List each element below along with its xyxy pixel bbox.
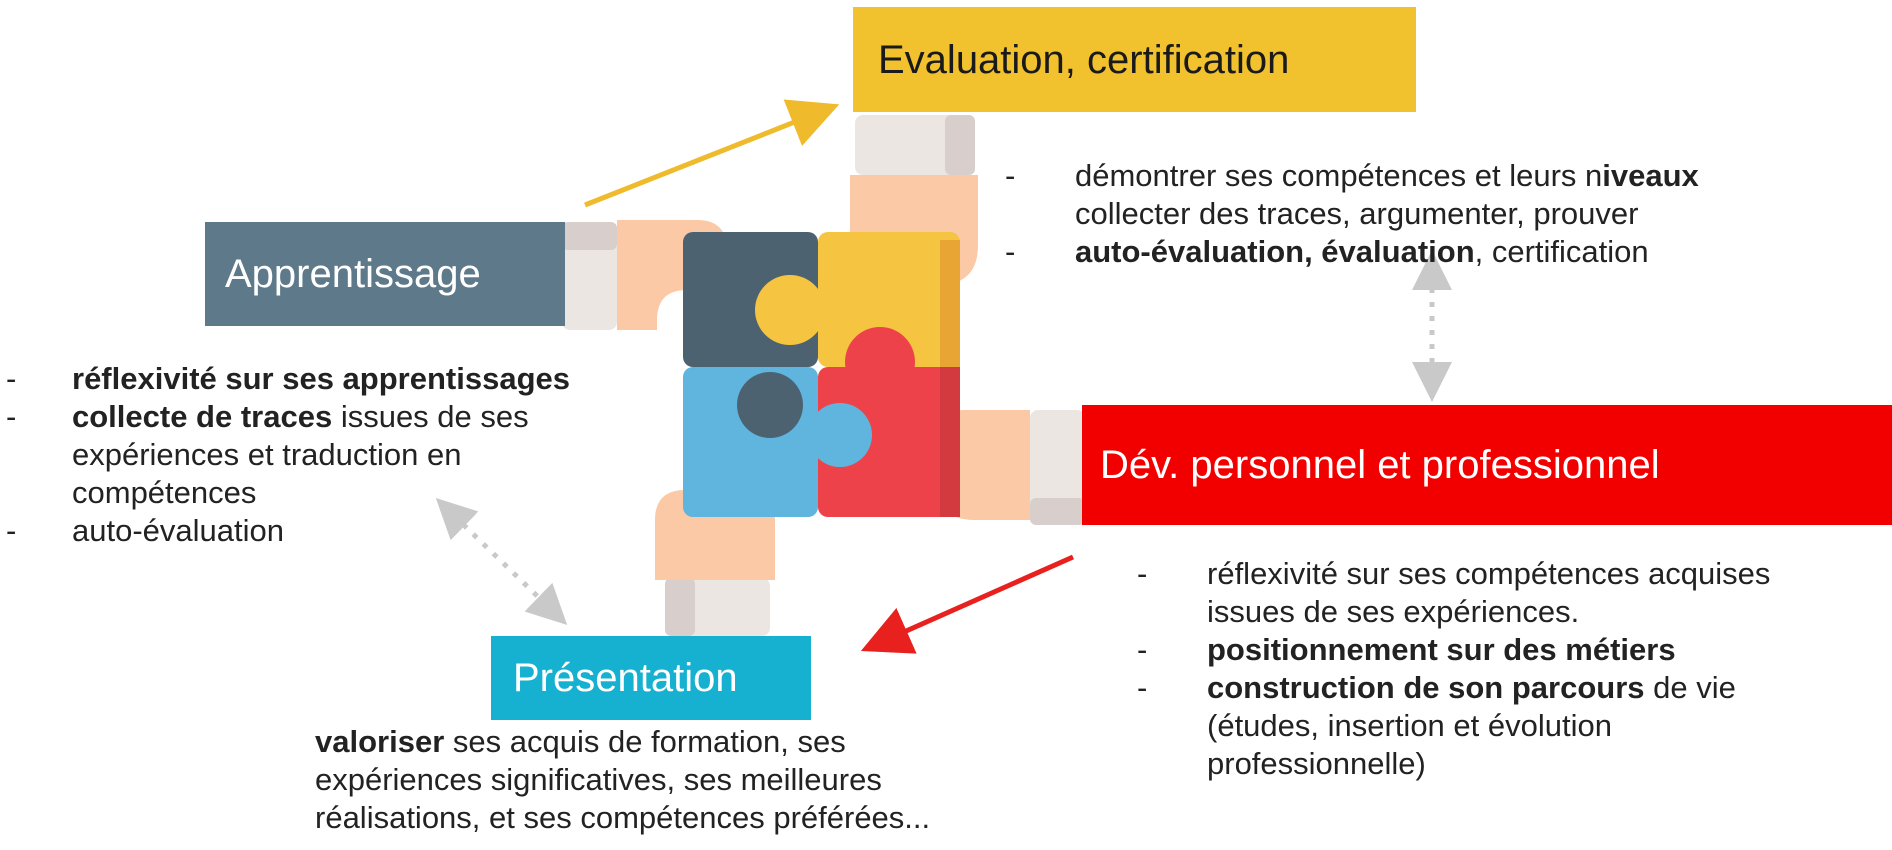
evaluation-list: - démontrer ses compétences et leurs niv… [1005, 157, 1699, 271]
evaluation-title: Evaluation, certification [878, 37, 1290, 82]
apprentissage-item-3: auto-évaluation [72, 513, 284, 548]
dev-list: - réflexivité sur ses compétences acquis… [1137, 555, 1771, 783]
list-dash: - [6, 513, 17, 548]
dev-item-3d: professionnelle) [1207, 746, 1426, 781]
apprentissage-item-2a: collecte de traces [72, 399, 333, 434]
presentation-line-1a: valoriser [315, 724, 445, 759]
apprentissage-item-1: réflexivité sur ses apprentissages [72, 361, 570, 396]
presentation-title: Présentation [513, 656, 738, 700]
dev-box: Dév. personnel et professionnel [1082, 405, 1892, 525]
arrow-dev-to-presentation [860, 554, 1075, 654]
evaluation-item-3a: auto-évaluation, évaluation [1075, 234, 1475, 269]
evaluation-box: Evaluation, certification [853, 7, 1416, 112]
presentation-line-3: réalisations, et ses compétences préféré… [315, 800, 931, 835]
arrow-apprentissage-to-evaluation [584, 99, 840, 208]
evaluation-item-2: collecter des traces, argumenter, prouve… [1075, 196, 1639, 231]
dev-item-2: positionnement sur des métiers [1207, 632, 1676, 667]
presentation-line-1b: ses acquis de formation, ses [444, 724, 846, 759]
presentation-line-2: expériences significatives, ses meilleur… [315, 762, 882, 797]
apprentissage-item-2d: compétences [72, 475, 257, 510]
apprentissage-list: - réflexivité sur ses apprentissages - c… [6, 360, 570, 550]
list-dash: - [1137, 670, 1148, 705]
list-dash: - [6, 399, 17, 434]
apprentissage-box: Apprentissage [205, 222, 565, 326]
dev-item-3b: de vie [1644, 670, 1736, 705]
apprentissage-item-2b: issues de ses [332, 399, 529, 434]
list-dash: - [1005, 234, 1016, 269]
list-dash: - [1005, 158, 1016, 193]
puzzle-icon [683, 232, 960, 517]
presentation-box: Présentation [491, 636, 811, 720]
dev-item-1b: issues de ses expériences. [1207, 594, 1580, 629]
evaluation-item-1a: démontrer ses compétences et leurs n [1075, 158, 1603, 193]
evaluation-item-1b: iveaux [1602, 158, 1699, 193]
list-dash: - [1137, 556, 1148, 591]
dev-item-3c: (études, insertion et évolution [1207, 708, 1612, 743]
apprentissage-item-2c: expériences et traduction en [72, 437, 462, 472]
evaluation-item-3b: , certification [1474, 234, 1649, 269]
list-dash: - [1137, 632, 1148, 667]
dev-item-1a: réflexivité sur ses compétences acquises [1207, 556, 1771, 591]
dev-title: Dév. personnel et professionnel [1100, 443, 1660, 487]
list-dash: - [6, 361, 17, 396]
presentation-text: valoriser ses acquis de formation, ses e… [315, 723, 930, 837]
dev-item-3a: construction de son parcours [1207, 670, 1645, 705]
apprentissage-title: Apprentissage [225, 252, 481, 296]
